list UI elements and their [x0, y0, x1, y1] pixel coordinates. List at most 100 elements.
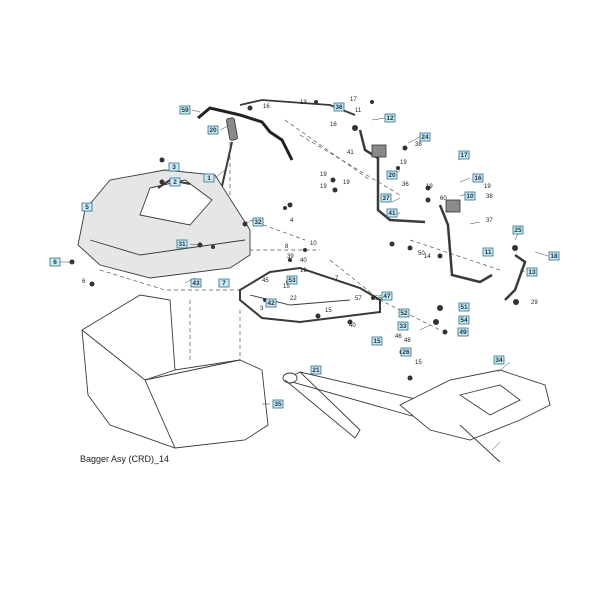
part-tag-24: 24: [419, 132, 431, 142]
svg-text:42: 42: [267, 300, 275, 307]
svg-text:21: 21: [312, 367, 320, 374]
part-tag-13: 13: [526, 267, 538, 277]
part-tag-59: 59: [179, 105, 191, 115]
svg-text:31: 31: [178, 241, 186, 248]
part-number-11: 11: [355, 108, 362, 114]
svg-text:52: 52: [400, 310, 408, 317]
svg-text:59: 59: [181, 107, 189, 114]
chute-deflector: [399, 369, 551, 441]
part-tag-35: 35: [272, 399, 284, 409]
diagram-caption: Bagger Asy (CRD)_14: [80, 454, 169, 464]
svg-text:6: 6: [53, 259, 57, 266]
part-number-16: 16: [263, 104, 270, 110]
part-number-50: 50: [418, 251, 425, 257]
part-tag-31: 31: [176, 239, 188, 249]
part-number-22: 22: [290, 296, 297, 302]
part-number-40: 40: [300, 258, 307, 264]
part-number-19: 19: [400, 160, 407, 166]
part-number-36: 36: [402, 182, 409, 188]
svg-text:12: 12: [386, 115, 394, 122]
part-number-57: 57: [355, 296, 362, 302]
part-tag-17: 17: [458, 150, 470, 160]
part-number-14: 14: [424, 254, 431, 260]
part-number-15: 15: [415, 360, 422, 366]
svg-text:53: 53: [288, 277, 296, 284]
part-number-17: 17: [350, 97, 357, 103]
part-number-60: 60: [440, 196, 447, 202]
svg-text:36: 36: [335, 104, 343, 111]
part-tag-49: 49: [457, 327, 469, 337]
part-tag-5: 5: [81, 202, 93, 212]
part-tag-41: 41: [386, 208, 398, 218]
bag-frame: [239, 266, 381, 324]
svg-text:17: 17: [460, 152, 468, 159]
part-tag-32: 32: [252, 217, 264, 227]
svg-text:15: 15: [373, 338, 381, 345]
svg-text:49: 49: [459, 329, 467, 336]
part-number-16: 16: [300, 268, 307, 274]
part-tag-47: 47: [381, 291, 393, 301]
svg-text:3: 3: [172, 164, 176, 171]
part-number-41: 41: [347, 150, 354, 156]
part-number-7: 7: [335, 276, 339, 282]
long-bolt: [459, 424, 501, 463]
svg-text:13: 13: [528, 269, 536, 276]
part-tag-53: 53: [286, 275, 298, 285]
side-bar: [504, 253, 527, 301]
part-tag-11: 11: [482, 247, 494, 257]
part-number-10: 10: [310, 241, 317, 247]
part-tag-18: 18: [548, 251, 560, 261]
svg-text:20: 20: [388, 172, 396, 179]
part-tag-12: 12: [384, 113, 396, 123]
handle-rod: [197, 106, 294, 161]
part-number-8: 8: [285, 244, 289, 250]
part-number-16: 16: [330, 122, 337, 128]
part-number-38: 38: [486, 194, 493, 200]
part-tag-20: 20: [207, 125, 219, 135]
part-tag-26: 26: [400, 347, 412, 357]
part-tag-15: 15: [371, 336, 383, 346]
part-tag-37: 37: [380, 193, 392, 203]
part-number-15: 15: [283, 284, 290, 290]
part-number-37: 37: [486, 218, 493, 224]
svg-text:47: 47: [383, 293, 391, 300]
part-number-19: 19: [426, 184, 433, 190]
part-number-46: 46: [395, 334, 402, 340]
part-tag-10: 10: [464, 191, 476, 201]
part-number-39: 39: [287, 254, 294, 260]
part-tag-54: 54: [458, 315, 470, 325]
mount-brackets: [239, 99, 493, 284]
svg-text:25: 25: [514, 227, 522, 234]
svg-text:33: 33: [399, 323, 407, 330]
part-number-19: 19: [484, 184, 491, 190]
svg-text:11: 11: [485, 249, 492, 256]
part-tag-25: 25: [512, 225, 524, 235]
svg-text:32: 32: [254, 219, 262, 226]
svg-text:7: 7: [222, 280, 226, 287]
svg-text:16: 16: [474, 175, 482, 182]
svg-text:41: 41: [388, 210, 396, 217]
part-number-3: 3: [260, 306, 264, 312]
svg-text:1: 1: [207, 175, 211, 182]
chute-tube: [282, 371, 421, 439]
svg-text:34: 34: [495, 357, 503, 364]
part-number-19: 19: [320, 184, 327, 190]
svg-text:26: 26: [402, 349, 410, 356]
part-number-13: 13: [300, 100, 307, 106]
svg-text:5: 5: [85, 204, 89, 211]
part-tag-42: 42: [265, 298, 277, 308]
svg-text:43: 43: [192, 280, 200, 287]
part-tag-51: 51: [458, 302, 470, 312]
part-tag-52: 52: [398, 308, 410, 318]
part-number-19: 19: [343, 180, 350, 186]
svg-text:35: 35: [274, 401, 282, 408]
part-number-38: 38: [415, 142, 422, 148]
part-number-55: 55: [375, 296, 382, 302]
part-tag-3: 3: [168, 162, 180, 172]
part-tag-16: 16: [472, 173, 484, 183]
svg-text:24: 24: [421, 134, 429, 141]
part-tag-2: 2: [169, 177, 181, 187]
